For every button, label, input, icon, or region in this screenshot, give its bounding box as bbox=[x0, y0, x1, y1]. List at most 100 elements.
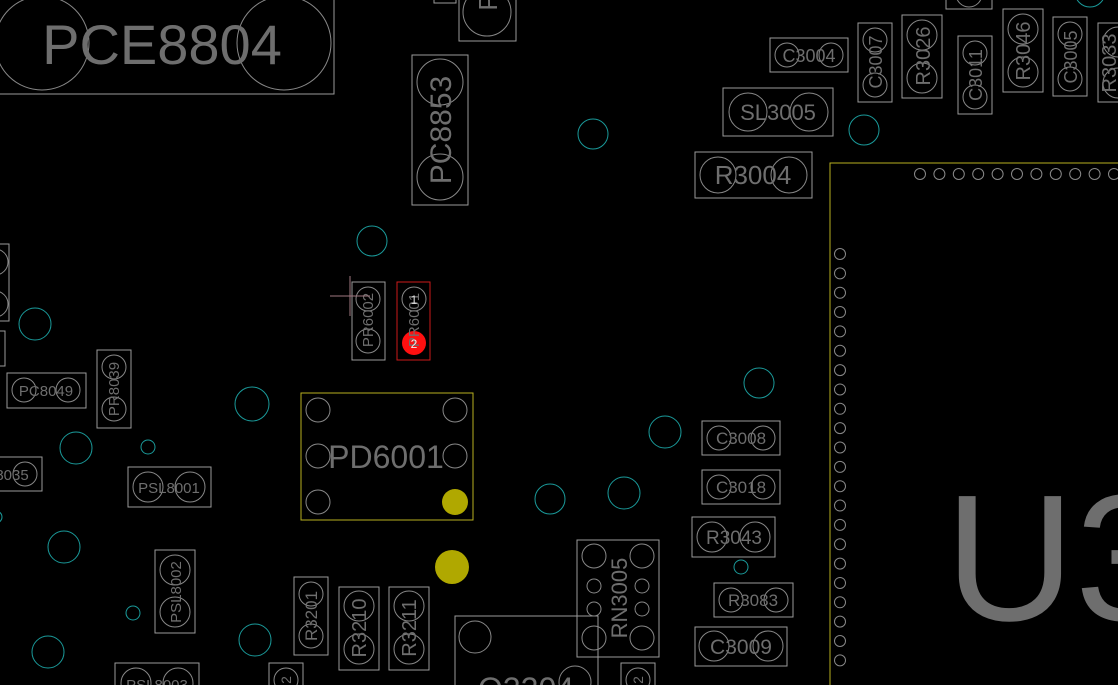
component-r3201[interactable]: R3201 bbox=[294, 577, 328, 655]
component-c3011[interactable]: C3011 bbox=[958, 36, 992, 114]
refdes-label: P bbox=[473, 0, 503, 11]
refdes-label: R3046 bbox=[1013, 22, 1035, 81]
ic-pin[interactable] bbox=[835, 268, 846, 279]
component-outline-partial bbox=[0, 331, 5, 366]
ic-pin[interactable] bbox=[934, 169, 945, 180]
pad bbox=[587, 579, 601, 593]
ic-pin[interactable] bbox=[835, 577, 846, 588]
refdes-label: SL3005 bbox=[740, 100, 816, 125]
component-pc8049[interactable]: PC8049 bbox=[7, 373, 86, 408]
component-c3007[interactable]: C3007 bbox=[858, 23, 892, 102]
via bbox=[0, 511, 2, 523]
pad bbox=[306, 490, 330, 514]
ic-pin[interactable] bbox=[835, 539, 846, 550]
component-outline bbox=[434, 0, 456, 3]
pin-number: 2 bbox=[278, 676, 294, 684]
refdes-label: PC8049 bbox=[19, 383, 73, 400]
ic-pin[interactable] bbox=[953, 169, 964, 180]
via bbox=[32, 636, 64, 668]
ic-pin[interactable] bbox=[915, 169, 926, 180]
via bbox=[357, 226, 387, 256]
refdes-label: PCE8804 bbox=[42, 13, 282, 76]
component-sl3005[interactable]: SL3005 bbox=[723, 88, 833, 136]
component-pc8853[interactable]: PC8853 bbox=[412, 55, 468, 205]
refdes-label: U3 bbox=[945, 458, 1118, 659]
component-c3005[interactable]: C3005 bbox=[1053, 17, 1087, 96]
component-r3033[interactable]: R3033 bbox=[1098, 23, 1118, 102]
pad bbox=[0, 291, 8, 317]
via bbox=[19, 308, 51, 340]
refdes-label: PSL8003 bbox=[126, 677, 188, 685]
ic-pin[interactable] bbox=[835, 636, 846, 647]
component-c3018[interactable]: C3018 bbox=[702, 470, 780, 504]
ic-pin[interactable] bbox=[1070, 169, 1081, 180]
ic-pin[interactable] bbox=[835, 249, 846, 260]
ic-pin[interactable] bbox=[835, 558, 846, 569]
refdes-label: PSL8002 bbox=[168, 561, 185, 623]
refdes-label: PR6002 bbox=[360, 293, 377, 347]
ic-pin[interactable] bbox=[1089, 169, 1100, 180]
ic-pin[interactable] bbox=[835, 616, 846, 627]
component-psl8003[interactable]: PSL8003 bbox=[115, 663, 199, 685]
component-outline-partial bbox=[946, 0, 992, 9]
via bbox=[649, 416, 681, 448]
pad bbox=[630, 544, 654, 568]
component-r3211[interactable]: R3211 bbox=[389, 587, 429, 670]
component-pr8039[interactable]: PR8039 bbox=[97, 350, 131, 428]
pad bbox=[0, 249, 8, 275]
component-pce8804[interactable]: PCE8804 bbox=[0, 0, 334, 94]
component-r3210[interactable]: R3210 bbox=[339, 587, 379, 670]
ic-pin[interactable] bbox=[1012, 169, 1023, 180]
component-c3009[interactable]: C3009 bbox=[695, 627, 787, 666]
ic-pin[interactable] bbox=[835, 423, 846, 434]
ic-pin[interactable] bbox=[1109, 169, 1118, 180]
ic-pin[interactable] bbox=[835, 655, 846, 666]
pad bbox=[587, 602, 601, 616]
ic-pin[interactable] bbox=[1050, 169, 1061, 180]
component-pr6002[interactable]: PR6002 bbox=[352, 282, 385, 360]
component-c3008[interactable]: C3008 bbox=[702, 421, 780, 455]
component-r3026[interactable]: R3026 bbox=[902, 15, 942, 98]
ic-pin[interactable] bbox=[835, 365, 846, 376]
pad bbox=[306, 398, 330, 422]
ic-pin[interactable] bbox=[835, 442, 846, 453]
refdes-label: RN3005 bbox=[607, 558, 632, 639]
component-r3004[interactable]: R3004 bbox=[695, 152, 812, 198]
ic-pin[interactable] bbox=[835, 461, 846, 472]
component-rn3005[interactable]: RN3005 bbox=[577, 540, 659, 657]
component-r3043[interactable]: R3043 bbox=[692, 517, 775, 557]
ic-pin[interactable] bbox=[835, 500, 846, 511]
component-pr6001-selected[interactable]: PR6001 1 2 bbox=[397, 282, 430, 360]
ic-pin[interactable] bbox=[835, 403, 846, 414]
ic-pin[interactable] bbox=[973, 169, 984, 180]
refdes-label: R3033 bbox=[1099, 34, 1118, 93]
ic-pin[interactable] bbox=[835, 384, 846, 395]
component-u3[interactable]: U3 bbox=[830, 163, 1118, 685]
ic-pin[interactable] bbox=[835, 307, 846, 318]
ic-pin[interactable] bbox=[835, 345, 846, 356]
ic-pin[interactable] bbox=[835, 287, 846, 298]
component-psl8001[interactable]: PSL8001 bbox=[128, 467, 211, 507]
component-outline-partial bbox=[0, 244, 9, 321]
component-r3083[interactable]: R3083 bbox=[714, 583, 793, 617]
pad bbox=[635, 602, 649, 616]
ic-pin[interactable] bbox=[992, 169, 1003, 180]
component-pr8035[interactable]: 8035 bbox=[0, 457, 42, 491]
ic-pin[interactable] bbox=[835, 326, 846, 337]
component-r3046[interactable]: R3046 bbox=[1003, 9, 1043, 92]
pin-number: 1 bbox=[411, 293, 418, 307]
pin-row-top bbox=[915, 169, 1118, 180]
component-p-partial[interactable]: P bbox=[434, 0, 516, 41]
component-psl8002[interactable]: PSL8002 bbox=[155, 550, 195, 633]
via bbox=[849, 115, 879, 145]
ic-pin[interactable] bbox=[835, 481, 846, 492]
ic-pin[interactable] bbox=[835, 597, 846, 608]
refdes-label: R3201 bbox=[302, 591, 321, 641]
refdes-label: C3007 bbox=[866, 35, 886, 88]
ic-pin[interactable] bbox=[835, 519, 846, 530]
component-pd6001[interactable]: PD6001 bbox=[301, 393, 473, 520]
ic-pin[interactable] bbox=[1031, 169, 1042, 180]
pad bbox=[956, 0, 982, 7]
component-c3004[interactable]: C3004 bbox=[770, 38, 848, 72]
